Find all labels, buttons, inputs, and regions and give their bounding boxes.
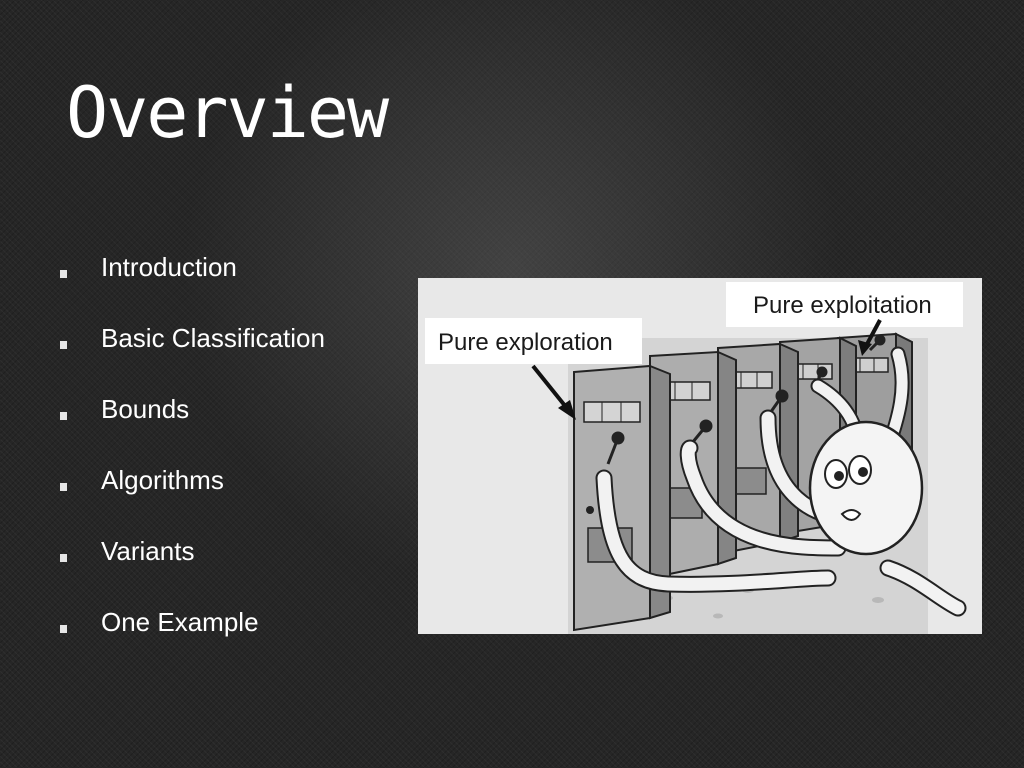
pure-exploitation-label: Pure exploitation [753, 292, 932, 319]
bullet-label: Introduction [101, 252, 237, 282]
multi-armed-bandit-illustration: Pure exploration Pure exploitation [418, 278, 982, 634]
bullet-square-icon [60, 625, 67, 633]
bullet-square-icon [60, 341, 67, 349]
arrow-icon [864, 319, 882, 347]
bullet-label: Algorithms [101, 465, 224, 495]
bullet-label: One Example [101, 607, 259, 637]
slide-title: Overview [66, 72, 389, 154]
octopus-slot-machines-cartoon: Pure exploration Pure exploitation [418, 278, 982, 634]
pure-exploration-callout: Pure exploration [425, 318, 642, 420]
pure-exploitation-callout: Pure exploitation [726, 282, 963, 356]
bullet-label: Variants [101, 536, 195, 566]
bullet-square-icon [60, 483, 67, 491]
arrowhead-icon [558, 400, 576, 420]
bullet-label: Basic Classification [101, 323, 325, 353]
arrowhead-icon [858, 340, 872, 356]
pure-exploration-label: Pure exploration [438, 329, 613, 356]
bullet-label: Bounds [101, 394, 190, 424]
bullet-square-icon [60, 270, 67, 278]
octopus [595, 346, 967, 617]
bullet-square-icon [60, 412, 67, 420]
bullet-square-icon [60, 554, 67, 562]
